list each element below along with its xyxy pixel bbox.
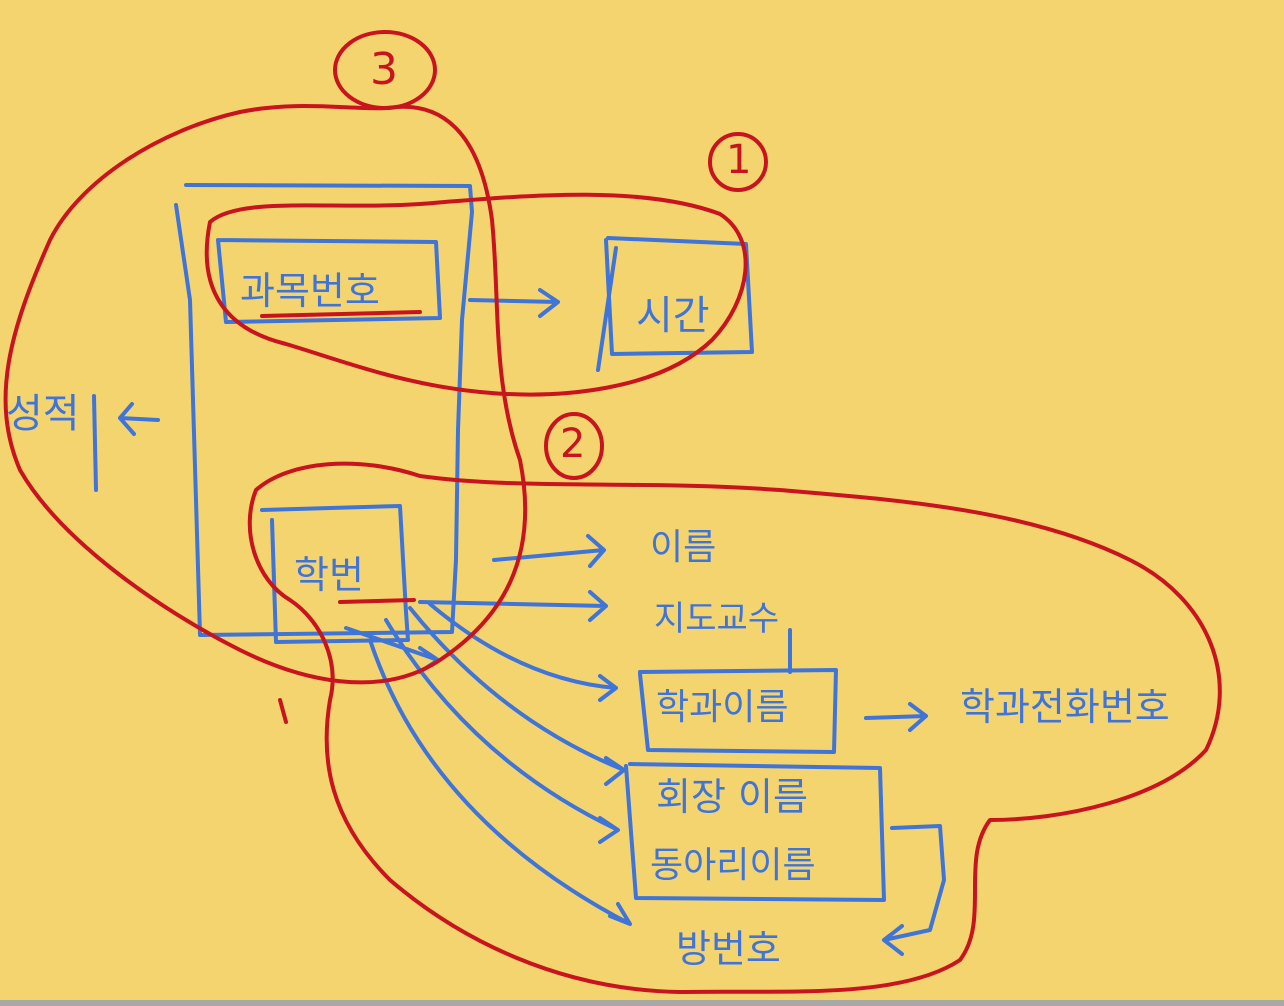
circle-number-1-outline [708, 132, 768, 192]
president-club-box [624, 762, 886, 902]
arrow-department-to-phone [864, 702, 928, 732]
label-department-phone: 학과전화번호 [960, 685, 1170, 729]
student-number-box [260, 504, 410, 644]
course-number-underline [260, 310, 422, 318]
group-3-outline [3, 103, 528, 724]
arrow-student-to-club [384, 618, 620, 844]
circle-number-3: 3 [370, 44, 398, 95]
arrow-student-to-department [428, 602, 618, 702]
arrow-course-to-time [468, 288, 560, 318]
label-student-number: 학번 [294, 553, 364, 597]
group-2-outline [247, 461, 1222, 994]
circle-number-1: 1 [726, 137, 752, 183]
label-room-number: 방번호 [676, 927, 781, 971]
club-to-room-bracket [882, 824, 946, 956]
circle-number-2-outline [544, 412, 604, 480]
arrow-student-to-advisor [418, 590, 608, 622]
arrow-student-to-name [492, 534, 606, 568]
student-number-underline [338, 598, 416, 604]
label-president-name: 회장 이름 [656, 775, 808, 819]
label-advisor: 지도교수 [654, 599, 780, 639]
outer-relation-box [174, 183, 474, 637]
label-course-number: 과목번호 [240, 269, 380, 313]
label-time: 시간 [636, 293, 710, 339]
circle-number-3-outline [333, 30, 437, 110]
group-1-outline [204, 192, 748, 397]
label-name: 이름 [650, 527, 717, 568]
course-number-box [216, 238, 442, 324]
arrow-student-to-room [368, 638, 632, 926]
department-name-box [638, 668, 838, 754]
arrow-student-to-president [408, 606, 626, 786]
circle-number-2: 2 [560, 421, 586, 467]
bottom-scroll-strip [0, 1000, 1284, 1006]
label-grade: 성적 [6, 391, 80, 437]
label-department-name: 학과이름 [656, 687, 789, 728]
time-box [596, 236, 754, 372]
label-club-name: 동아리이름 [650, 845, 816, 886]
arrow-grade [92, 394, 160, 492]
